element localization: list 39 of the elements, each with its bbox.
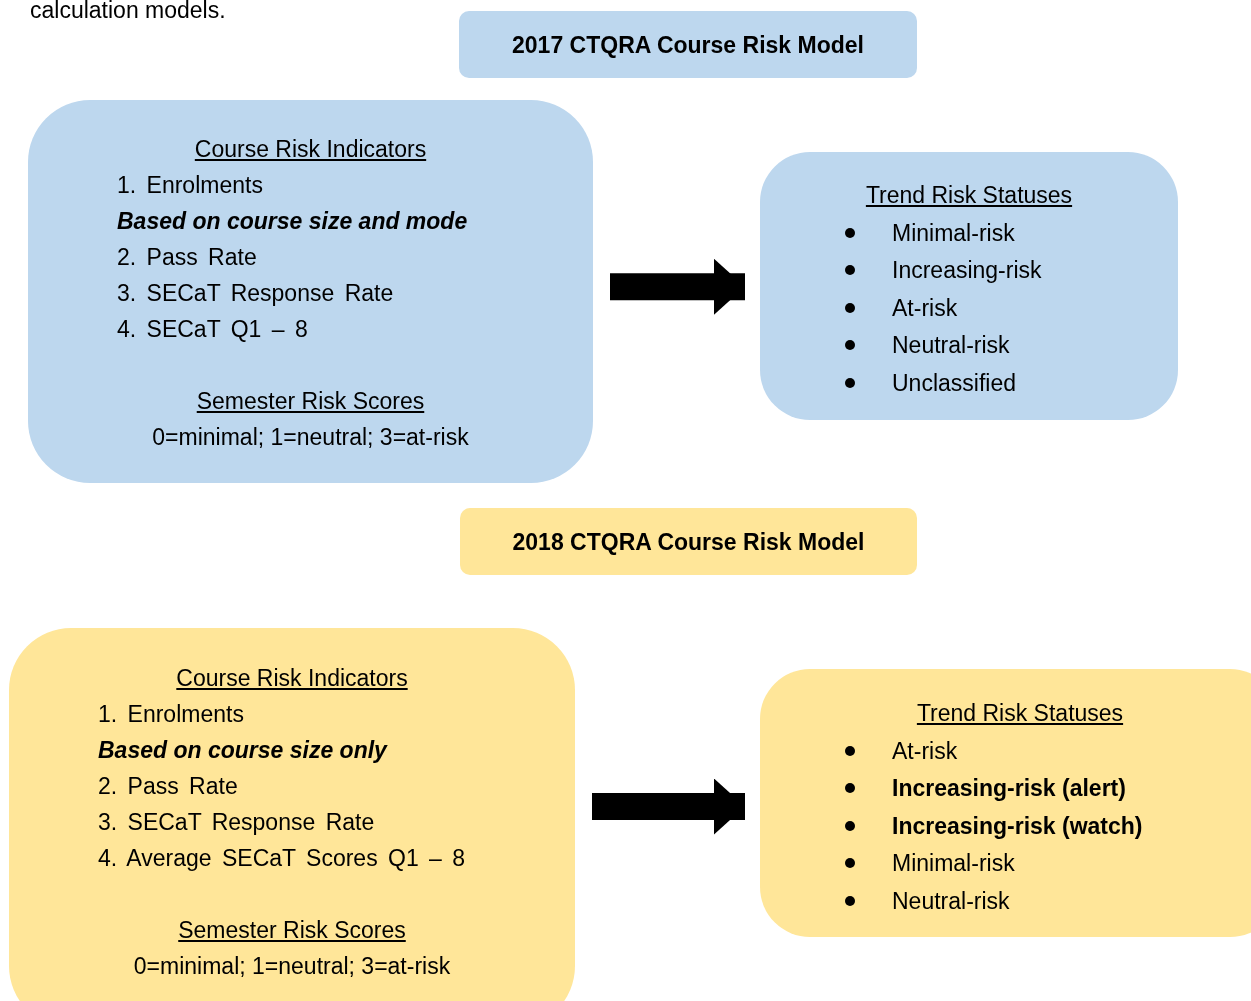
list-item: 3. SECaT Response Rate — [117, 279, 394, 307]
list-item: Minimal-risk — [892, 218, 1015, 247]
status-panel — [760, 669, 1251, 937]
model-title: 2018 CTQRA Course Risk Model — [511, 527, 866, 556]
score-text: 0=minimal; 1=neutral; 3=at-risk — [151, 423, 470, 451]
list-item: At-risk — [892, 293, 958, 322]
list-item: 4. Average SECaT Scores Q1 – 8 — [98, 844, 466, 872]
list-item: Neutral-risk — [892, 886, 1010, 915]
list-item: Neutral-risk — [892, 331, 1010, 359]
section-heading: Semester Risk Scores — [177, 916, 407, 944]
note-text: calculation models. — [30, 0, 226, 24]
section-heading: Semester Risk Scores — [195, 387, 426, 415]
list-item: 4. SECaT Q1 – 8 — [117, 315, 308, 343]
list-item: Increasing-risk (watch) — [892, 811, 1143, 840]
list-item: Increasing-risk — [892, 256, 1042, 284]
indicator-panel — [9, 628, 575, 1001]
indicator-panel — [28, 100, 593, 483]
note-text: Based on course size and mode — [117, 207, 468, 235]
section-heading: Course Risk Indicators — [175, 664, 409, 692]
list-item: Increasing-risk (alert) — [892, 774, 1126, 802]
list-item: 2. Pass Rate — [98, 772, 238, 800]
list-item: At-risk — [892, 736, 958, 765]
title-box — [459, 11, 917, 78]
note-text: Based on course size only — [98, 736, 387, 764]
arrow — [592, 778, 745, 835]
section-heading: Course Risk Indicators — [193, 135, 428, 163]
list-item: 1. Enrolments — [117, 171, 263, 199]
status-panel — [760, 152, 1178, 420]
arrow — [610, 258, 745, 315]
list-item: 2. Pass Rate — [117, 243, 257, 271]
list-item: 3. SECaT Response Rate — [98, 808, 375, 836]
title-box — [460, 508, 917, 575]
section-heading: Trend Risk Statuses — [915, 699, 1125, 727]
score-text: 0=minimal; 1=neutral; 3=at-risk — [132, 952, 452, 980]
list-item: Unclassified — [892, 368, 1016, 397]
model-title: 2017 CTQRA Course Risk Model — [511, 30, 865, 59]
list-item: Minimal-risk — [892, 849, 1015, 877]
section-heading: Trend Risk Statuses — [864, 181, 1074, 209]
list-item: 1. Enrolments — [98, 700, 244, 728]
